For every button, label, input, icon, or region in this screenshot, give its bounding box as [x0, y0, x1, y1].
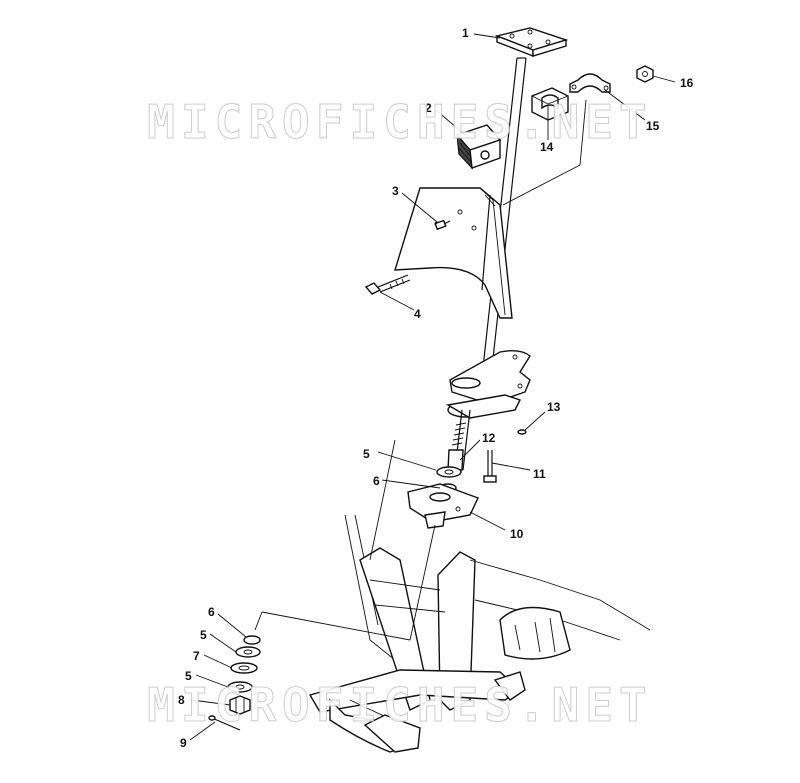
- column-bracket: [446, 349, 531, 419]
- part-16-nut: [636, 65, 654, 83]
- callout-13: 13: [547, 400, 561, 414]
- callout-4: 4: [414, 307, 421, 321]
- part-5-washer-lower: [227, 681, 253, 693]
- dash-panel: [394, 187, 513, 319]
- part-8-castle-nut: [229, 695, 251, 715]
- callout-2: 2: [425, 101, 432, 115]
- part-15-u-clamp: [569, 73, 611, 93]
- part-2-rubber-block: [455, 124, 502, 170]
- callout-16: 16: [680, 76, 694, 90]
- part-7-washer: [230, 662, 258, 674]
- lower-shaft: [447, 409, 471, 471]
- callout-3: 3: [392, 184, 399, 198]
- callout-8: 8: [178, 693, 185, 707]
- part-10-steering-arm: [407, 483, 479, 529]
- part-4-bolt: [364, 274, 411, 295]
- part-6-ring-lower: [243, 635, 261, 645]
- callout-7: 7: [193, 649, 200, 663]
- part-13-pin: [517, 429, 527, 435]
- callout-15: 15: [646, 119, 660, 133]
- callout-11: 11: [533, 467, 546, 481]
- part-5-washer-mid: [235, 646, 261, 658]
- callout-5-lower: 5: [185, 669, 192, 683]
- callout-5-mid: 5: [200, 628, 207, 642]
- part-9-cotter-pin: [208, 715, 241, 731]
- part-14-clamp: [531, 87, 569, 121]
- callout-labels: 1 2 3 4 14 15 16 13 12 11 5 6 10 6 5 7 5…: [178, 26, 694, 750]
- callout-12: 12: [482, 431, 496, 445]
- part-5-washer-upper: [436, 466, 462, 478]
- callout-6-lower: 6: [208, 605, 215, 619]
- callout-5-upper: 5: [363, 447, 370, 461]
- callout-10: 10: [510, 527, 524, 541]
- part-11-bolt: [483, 450, 497, 483]
- callout-9: 9: [180, 736, 187, 750]
- part-3-screw: [434, 219, 451, 231]
- callout-6-upper: 6: [373, 474, 380, 488]
- callout-1: 1: [462, 26, 469, 40]
- chassis-frame: [254, 439, 651, 753]
- callout-14: 14: [540, 140, 554, 154]
- leader-lines: [189, 33, 676, 741]
